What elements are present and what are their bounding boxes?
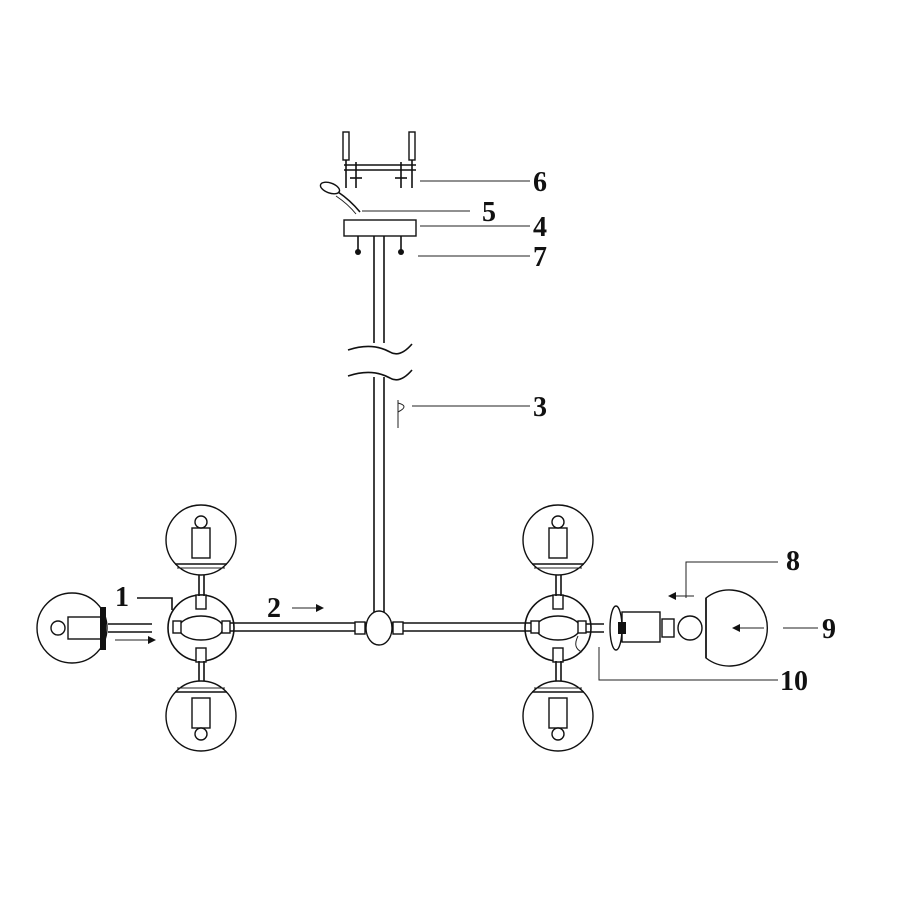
callout-6: 6 (533, 167, 547, 198)
callout-2: 2 (267, 593, 281, 624)
callout-5: 5 (482, 197, 496, 228)
callout-labels: 1 2 3 4 5 6 7 8 9 10 (115, 167, 836, 697)
callout-8: 8 (786, 546, 800, 577)
left-cluster (36, 504, 237, 752)
right-cluster (522, 504, 594, 752)
callout-4: 4 (533, 212, 547, 243)
callout-7: 7 (533, 242, 547, 273)
leader-lines (115, 180, 818, 681)
canopy (343, 219, 417, 255)
main-arm (230, 610, 560, 646)
callout-10: 10 (780, 666, 808, 697)
callout-3: 3 (533, 392, 547, 423)
downrod (347, 236, 413, 612)
callout-1: 1 (115, 582, 129, 613)
mounting-bracket-screws (342, 131, 416, 188)
callout-9: 9 (822, 614, 836, 645)
wire-connector (319, 181, 361, 215)
